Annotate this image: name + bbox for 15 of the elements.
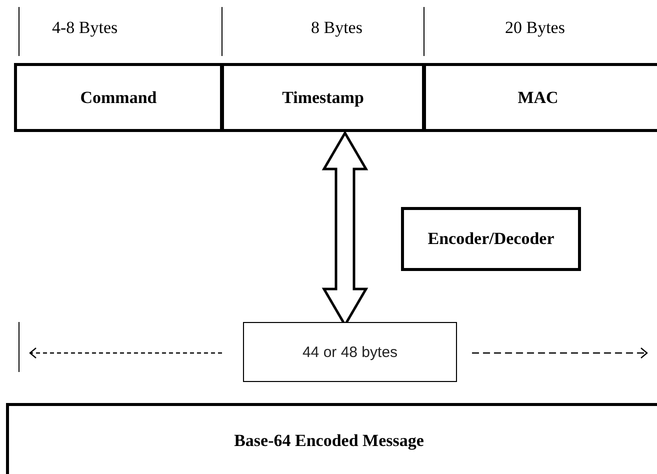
node-label: Command [80,88,157,108]
node-label: MAC [518,88,558,108]
node-label: Encoder/Decoder [428,229,554,249]
node-label: Base-64 Encoded Message [234,430,424,450]
length-box [243,322,457,382]
node-label: Timestamp [282,88,364,108]
process-box [401,207,581,271]
byte-size-label: 20 Bytes [505,18,565,38]
byte-size-label: 8 Bytes [311,18,362,38]
field-cell [423,63,657,132]
byte-size-label: 4-8 Bytes [52,18,118,38]
field-cell [221,63,425,132]
field-cell [14,63,223,132]
node-label: 44 or 48 bytes [302,344,398,360]
message-bar [6,403,657,474]
